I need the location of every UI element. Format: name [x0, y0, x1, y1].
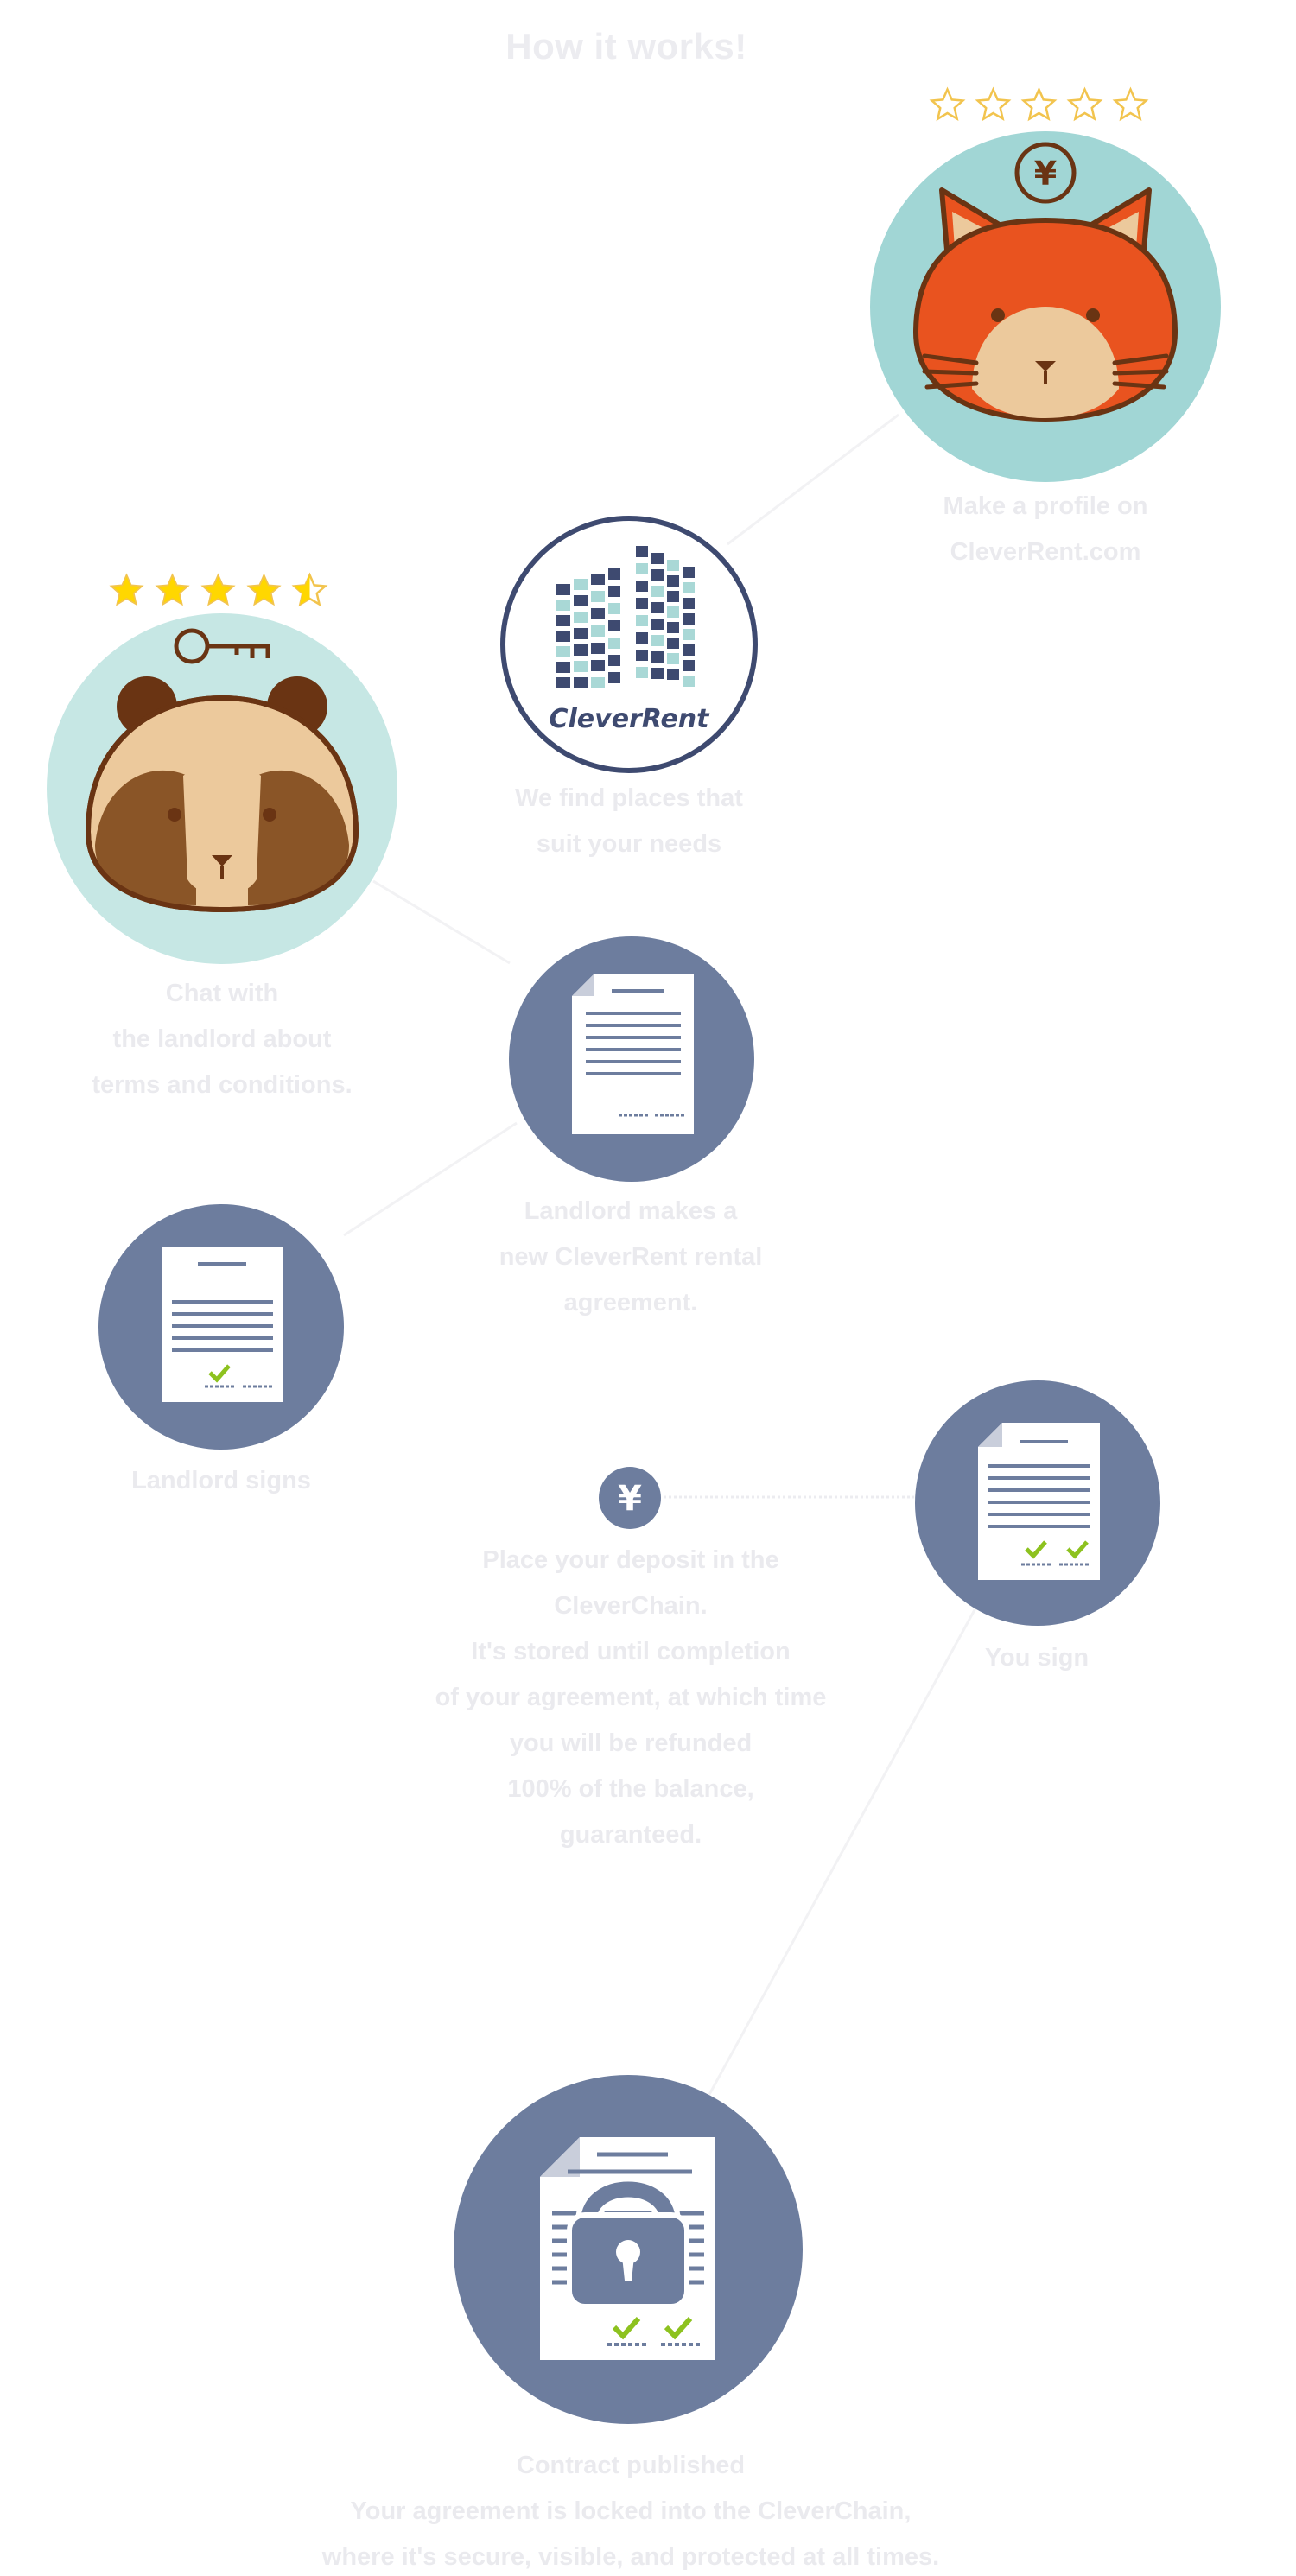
star-outline-icon — [929, 86, 966, 122]
padlock-icon — [567, 2176, 689, 2309]
key-icon — [174, 628, 270, 664]
cat-rating-stars — [929, 86, 1149, 124]
svg-text:¥: ¥ — [618, 1479, 642, 1519]
document-one-signature-icon — [98, 1203, 345, 1450]
document-icon — [508, 936, 755, 1183]
star-outline-icon — [1112, 86, 1149, 122]
step-find-places-caption: We find places that suit your needs — [515, 784, 743, 858]
step-chat-caption: Chat with the landlord about terms and c… — [92, 980, 353, 1099]
step-you-sign-caption: You sign — [984, 1644, 1090, 1672]
star-outline-icon — [975, 86, 1012, 122]
check-icon — [1025, 1540, 1047, 1559]
step-landlord-makes-caption: Landlord makes a new CleverRent rental a… — [499, 1197, 763, 1317]
check-icon — [1066, 1540, 1089, 1559]
step-profile-caption: Make a profile on CleverRent.com — [943, 492, 1148, 566]
star-filled-icon — [200, 573, 236, 606]
check-icon — [612, 2316, 641, 2340]
cat-avatar-icon: ¥ — [868, 130, 1223, 484]
step-landlord-signs-caption: Landlord signs — [131, 1467, 311, 1494]
bear-avatar-icon — [45, 612, 399, 966]
star-outline-icon — [1020, 86, 1058, 122]
star-half-icon — [291, 572, 328, 607]
cleverrent-logo-text: CleverRent — [550, 704, 711, 734]
step-published-caption: Contract published Your agreement is loc… — [321, 2452, 940, 2571]
check-icon — [664, 2316, 693, 2340]
star-filled-icon — [246, 573, 282, 606]
step-deposit-caption: Place your deposit in the CleverChain. I… — [435, 1546, 827, 1849]
cleverrent-building-logo: CleverRent — [499, 515, 759, 774]
page-title: How it works! — [505, 26, 747, 67]
star-filled-icon — [109, 573, 144, 606]
yen-coin-icon: ¥ — [598, 1466, 662, 1530]
locked-contract-icon — [454, 2075, 803, 2424]
document-two-signatures-icon — [914, 1380, 1161, 1627]
bear-rating-stars — [108, 572, 328, 609]
star-outline-icon — [1066, 86, 1103, 122]
star-filled-icon — [155, 573, 190, 606]
yen-coin-icon — [1014, 142, 1077, 204]
svg-text:¥: ¥ — [1034, 155, 1057, 193]
check-icon — [208, 1364, 231, 1383]
